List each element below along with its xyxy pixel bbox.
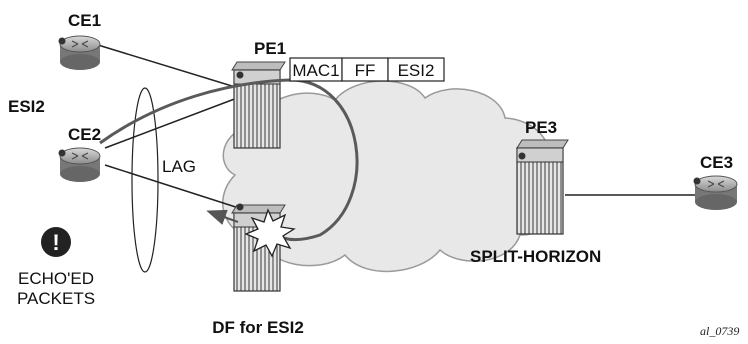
- mac-table-cell-mac: MAC1: [292, 61, 339, 80]
- df-label: DF for ESI2: [212, 318, 304, 337]
- mac-table-cell-esi: ESI2: [398, 61, 435, 80]
- mac-table-cell-ff: FF: [355, 61, 376, 80]
- ce3-label: CE3: [700, 153, 733, 172]
- ce1-label: CE1: [68, 11, 101, 30]
- pe1-switch-icon: [232, 62, 285, 148]
- echoed-label-line1: ECHO'ED: [18, 269, 94, 288]
- ce3-router-icon: [694, 176, 738, 210]
- echoed-label-line2: PACKETS: [17, 289, 95, 308]
- link-ce1-pe1: [98, 45, 245, 90]
- figure-reference: al_0739: [700, 324, 739, 338]
- pe1-label: PE1: [254, 39, 286, 58]
- ce2-label: CE2: [68, 125, 101, 144]
- pe3-switch-icon: [517, 140, 568, 234]
- split-horizon-label: SPLIT-HORIZON: [470, 247, 601, 266]
- ce2-router-icon: [59, 148, 101, 182]
- mac-table: MAC1 FF ESI2: [290, 58, 444, 81]
- warning-icon: !: [41, 227, 71, 257]
- warning-mark: !: [52, 230, 59, 255]
- esi-label: ESI2: [8, 97, 45, 116]
- pe3-label: PE3: [525, 118, 557, 137]
- ce1-router-icon: [59, 36, 101, 70]
- lag-label: LAG: [162, 157, 196, 176]
